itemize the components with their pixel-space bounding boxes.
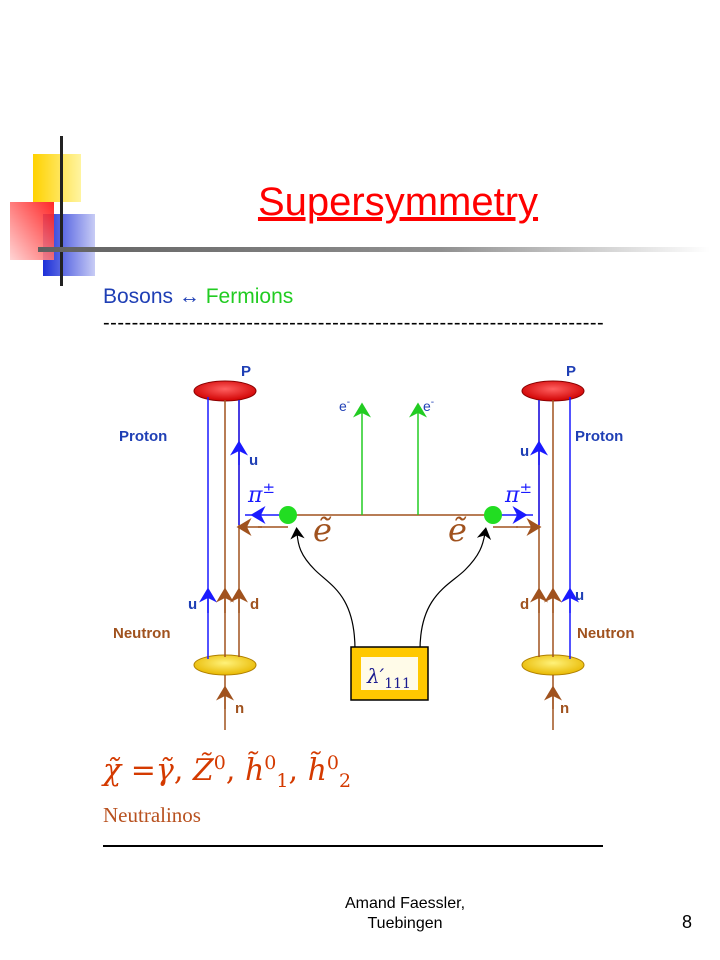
label-pion-left: π±: [247, 479, 275, 508]
page-number: 8: [682, 912, 693, 932]
footer-author-place: Tuebingen: [367, 915, 443, 932]
title-divider: [38, 247, 710, 252]
label-pion-right: π±: [504, 479, 532, 508]
label-proton-left: Proton: [119, 428, 167, 445]
label-p-right: P: [566, 363, 576, 380]
label-n-right: n: [560, 700, 569, 717]
left-nucleon: [193, 380, 288, 730]
label-electron-left: e-: [339, 397, 350, 414]
label-d-right: d: [520, 596, 529, 613]
equals-sign: =: [130, 753, 156, 788]
label-proton-right: Proton: [575, 428, 623, 445]
footer-author: Amand Faessler, Tuebingen: [305, 894, 505, 934]
label-selectron-left: ẽ: [313, 511, 332, 549]
neutralinos-label: Neutralinos: [103, 803, 201, 827]
corner-decoration: [10, 154, 95, 276]
higgsino-2-symbol: h̃02: [307, 752, 352, 792]
right-neutron-ellipse: [521, 654, 585, 676]
higgsino-1-symbol: h̃01: [244, 752, 289, 792]
yellow-square: [33, 154, 81, 202]
bosons-fermions-header: Bosons ↔ Fermions: [103, 285, 293, 309]
label-electron-right: e-: [423, 397, 434, 414]
right-vertex: [484, 506, 502, 524]
label-n-left: n: [235, 700, 244, 717]
chi-symbol: χ̃: [103, 753, 122, 788]
fermions-label: Fermions: [205, 285, 294, 308]
footer-author-name: Amand Faessler,: [344, 895, 466, 912]
bosons-label: Bosons: [103, 285, 174, 308]
bottom-rule: [103, 845, 603, 847]
central-process: [279, 402, 502, 701]
label-u-right-top: u: [520, 443, 529, 460]
left-proton-ellipse: [193, 380, 257, 402]
left-vertex: [279, 506, 297, 524]
label-u-left-top: u: [249, 452, 258, 469]
right-proton-ellipse: [521, 380, 585, 402]
label-u-right-bottom: u: [575, 587, 584, 604]
slide-title: Supersymmetry: [257, 180, 539, 224]
label-u-left-bottom: u: [188, 596, 197, 613]
neutralino-formula: χ̃ =γ̃, Z̃0, h̃01, h̃02: [103, 752, 352, 792]
label-lambda-coupling: λ′111: [366, 664, 411, 692]
double-arrow-icon: ↔: [178, 285, 200, 308]
right-nucleon: [493, 380, 585, 730]
photino-symbol: γ̃: [155, 753, 174, 788]
title-vertical-bar: [60, 136, 63, 286]
left-neutron-ellipse: [193, 654, 257, 676]
dashed-separator: ----------------------------------------…: [103, 312, 605, 334]
label-neutron-right: Neutron: [577, 625, 635, 642]
label-d-left: d: [250, 596, 259, 613]
label-p-left: P: [241, 363, 251, 380]
zino-symbol: Z̃0: [192, 752, 226, 788]
label-neutron-left: Neutron: [113, 625, 171, 642]
label-selectron-right: ẽ: [448, 511, 467, 549]
double-beta-decay-diagram: P P Proton Proton Neutron Neutron u u u …: [113, 363, 635, 730]
